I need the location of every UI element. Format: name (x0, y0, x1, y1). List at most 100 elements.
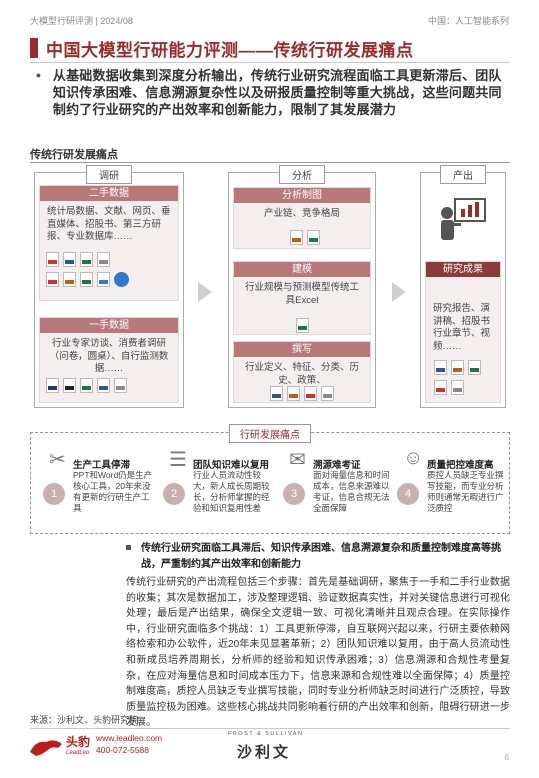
brand-phone: 400-072-5588 (96, 745, 149, 755)
ppt-chart-icon (290, 230, 303, 245)
output-column-label: 产出 (440, 165, 486, 184)
pdf-document-icon (46, 272, 59, 287)
spreadsheet-icon (80, 378, 93, 393)
insight-bullet (126, 545, 131, 550)
output-icons (434, 360, 481, 375)
primary-data-icons (46, 378, 127, 393)
analysis-column-label: 分析 (279, 165, 325, 184)
modeling-title: 建模 (234, 262, 370, 277)
xls-file-icon (80, 272, 93, 287)
charting-icons (290, 230, 320, 245)
flow-arrow-1 (198, 282, 212, 302)
source-note: 来源：沙利文、头豹研究院 (30, 715, 139, 725)
primary-data-panel: 一手数据 行业专家访谈、消费者调研（问卷，圆桌）、自行监测数据…… (39, 317, 179, 403)
pain-point-desc: PPT和Word仍是生产核心工具，20年来没有更新的行研生产工具 (73, 470, 153, 513)
brand-english-name: LeadLeo (66, 750, 90, 756)
pain-points-title: 行研发展痛点 (229, 424, 311, 443)
link-icon (114, 272, 129, 287)
summary-block: • 从基础数据收集到深度分析输出，传统行业研究流程面临工具更新滞后、团队知识传承… (36, 67, 506, 118)
output-result-title: 研究成果 (426, 262, 500, 277)
page-number: 6 (504, 753, 509, 762)
primary-data-title: 一手数据 (40, 318, 178, 333)
video-output-icon (451, 380, 464, 395)
body-paragraph: 传统行业研究的产出流程包括三个步骤：首先是基础调研，聚焦于一手和二手行业数据的收… (126, 577, 510, 729)
output-icons-row2 (434, 380, 464, 395)
leopard-logo-icon (30, 740, 62, 756)
doc-file-icon (97, 378, 110, 393)
txt-writing-icon (321, 386, 334, 401)
modeling-panel: 建模 行业规模与预测模型传统工具Excel (233, 261, 371, 335)
output-column: 产出 研究成果 研究报告、演讲稿、招股书行业章节、视频…… (420, 165, 506, 408)
output-result-body: 研究报告、演讲稿、招股书行业章节、视频…… (433, 303, 491, 352)
output-result-panel: 研究成果 研究报告、演讲稿、招股书行业章节、视频…… (425, 261, 501, 403)
brand-name: 头豹 (66, 735, 91, 749)
secondary-data-panel: 二手数据 统计局数据、文献、网页、垂直媒体、招股书、第三方研报、专业数据库…… (39, 185, 179, 301)
document-icon: ☰ (169, 449, 187, 471)
charting-panel: 分析制图 产业链、竞争格局 (233, 187, 371, 249)
pain-point-name: 团队知识难以复用 (193, 460, 270, 471)
tools-icon: ✂ (49, 449, 66, 471)
doc-writing-icon (270, 386, 283, 401)
research-column: 调研 二手数据 统计局数据、文献、网页、垂直媒体、招股书、第三方研报、专业数据库… (34, 165, 184, 408)
partner-english-name: FROST & SULLIVAN (228, 731, 304, 737)
flow-arrow-2 (392, 282, 406, 302)
research-column-label: 调研 (86, 165, 132, 184)
pain-point-number: 3 (283, 483, 305, 505)
writing-icons (270, 386, 334, 401)
secondary-data-body: 统计局数据、文献、网页、垂直媒体、招股书、第三方研报、专业数据库…… (47, 206, 171, 242)
brand-website: www.leadleo.com (96, 733, 163, 743)
report-series-label: 大模型行研评测 | 2024/08 (30, 16, 133, 26)
summary-bullet: • (36, 67, 41, 83)
pain-point-desc: 面对海量信息和时间成本，信息来源难以考证，信息合规无法全面保障 (313, 470, 390, 513)
pain-point-desc: 质控人员缺乏专业撰写技能，而专业分析师则通常无暇进行广泛质控 (427, 470, 504, 513)
page-title-bar: 中国大模型行研能力评测——传统行研发展痛点 (30, 36, 510, 60)
modeling-body: 行业规模与预测模型传统工具Excel (244, 282, 359, 306)
head-icon: ☺ (403, 447, 424, 469)
insight-text: 传统行业研究面临工具滞后、知识传承困难、信息溯源复杂和质量控制难度高等挑战，严重… (141, 543, 501, 570)
pain-point-4: ☺ 4 质量把控难度高 质控人员缺乏专业撰写技能，而专业分析师则通常无暇进行广泛… (389, 447, 507, 527)
pain-point-number: 2 (163, 483, 185, 505)
writing-body: 行业定义、特征、分类、历史、政策、 (244, 362, 359, 386)
summary-text: 从基础数据收集到深度分析输出，传统行业研究流程面临工具更新滞后、团队知识传承困难… (52, 68, 502, 117)
writing-title: 撰写 (234, 342, 370, 357)
text-file-icon (97, 252, 110, 267)
note-file-icon (114, 378, 127, 393)
pain-point-3: ✉ 3 溯源难考证 面对海量信息和时间成本，信息来源难以考证，信息合规无法全面保… (275, 447, 393, 527)
xls-output-icon (468, 360, 481, 375)
secondary-data-icons-row2 (46, 272, 129, 287)
excel-file-icon (80, 252, 93, 267)
footer-divider (30, 728, 510, 729)
pain-point-number: 1 (43, 483, 65, 505)
excel-chart-icon (307, 230, 320, 245)
ppt-writing-icon (287, 386, 300, 401)
title-divider (30, 62, 510, 63)
word-file-icon (63, 252, 76, 267)
ppt-file-icon (63, 272, 76, 287)
charting-body: 产业链、竞争格局 (263, 208, 340, 219)
excel-model-icon (296, 318, 309, 333)
section-divider (30, 162, 510, 163)
page-title: 中国大模型行研能力评测——传统行研发展痛点 (46, 40, 414, 60)
pdf-file-icon (46, 252, 59, 267)
pain-point-name: 质量把控难度高 (427, 460, 494, 471)
partner-name: 沙利文 (237, 744, 292, 761)
modeling-icons (296, 318, 309, 333)
pain-point-2: ☰ 2 团队知识难以复用 行业人员流动性较大，新人成长周期较长，分析师掌握的经验… (155, 447, 273, 527)
title-accent-bar (30, 38, 38, 58)
pain-point-number: 4 (397, 483, 419, 505)
doc-output-icon (434, 360, 447, 375)
secondary-data-title: 二手数据 (40, 186, 178, 201)
pain-point-name: 生产工具停滞 (73, 460, 131, 471)
image-file-icon (97, 272, 110, 287)
report-category-label: 中国：人工智能系列 (427, 16, 509, 26)
presenter-icon (441, 198, 486, 240)
charting-title: 分析制图 (234, 188, 370, 203)
pain-point-desc: 行业人员流动性较大，新人成长周期较长，分析师掌握的经验和知识复用性差 (193, 470, 270, 513)
analysis-column: 分析 分析制图 产业链、竞争格局 建模 行业规模与预测模型传统工具Excel 撰… (228, 165, 376, 408)
pain-point-1: ✂ 1 生产工具停滞 PPT和Word仍是生产核心工具，20年来没有更新的行研生… (35, 447, 153, 527)
secondary-data-icons (46, 252, 110, 267)
writing-panel: 撰写 行业定义、特征、分类、历史、政策、 (233, 341, 371, 403)
pdf-writing-icon (304, 386, 317, 401)
pdf-output-icon (434, 380, 447, 395)
pain-points-frame: 行研发展痛点 ✂ 1 生产工具停滞 PPT和Word仍是生产核心工具，20年来没… (30, 424, 510, 534)
